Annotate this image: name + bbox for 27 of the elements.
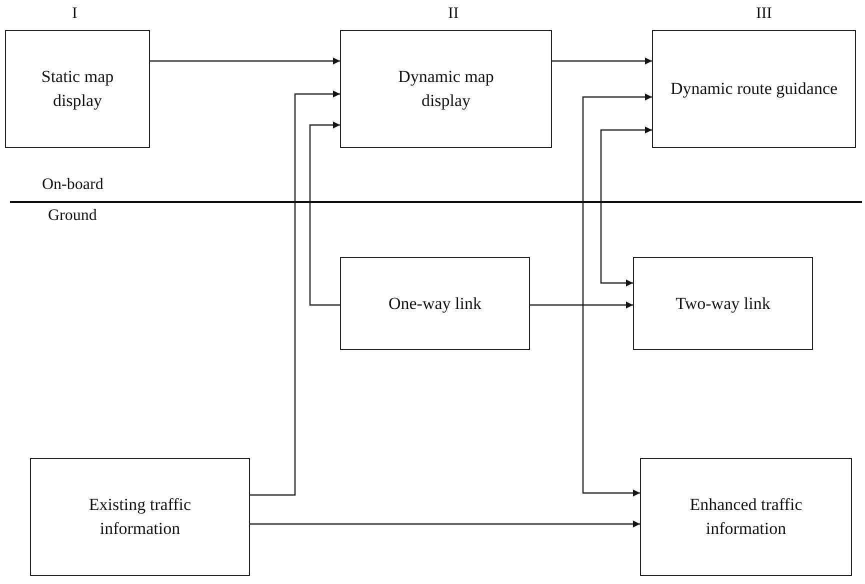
section-label: On-board xyxy=(42,175,104,195)
arrow xyxy=(250,90,340,496)
column-numeral: III xyxy=(756,4,772,24)
arrow xyxy=(552,58,652,64)
process-box xyxy=(652,30,856,148)
arrow xyxy=(309,122,340,306)
arrow xyxy=(150,58,340,64)
arrow xyxy=(530,302,633,308)
box-label: Existing traffic information xyxy=(88,494,192,540)
column-numeral: I xyxy=(72,4,78,24)
box-label: Dynamic route guidance xyxy=(669,78,839,100)
process-box xyxy=(340,30,552,148)
process-box xyxy=(30,458,250,576)
box-label: Static map display xyxy=(40,66,115,112)
process-box xyxy=(640,458,852,576)
process-box xyxy=(5,30,150,148)
box-label: Dynamic map display xyxy=(397,66,495,112)
box-label: Enhanced traffic information xyxy=(688,494,804,540)
column-numeral: II xyxy=(448,4,459,24)
process-box xyxy=(340,257,530,350)
arrow xyxy=(582,94,652,496)
box-label: Two-way link xyxy=(674,292,772,315)
arrow xyxy=(250,520,640,528)
process-box xyxy=(633,257,813,350)
section-label: Ground xyxy=(48,206,97,226)
box-label: One-way link xyxy=(387,292,482,315)
arrow xyxy=(600,126,652,286)
